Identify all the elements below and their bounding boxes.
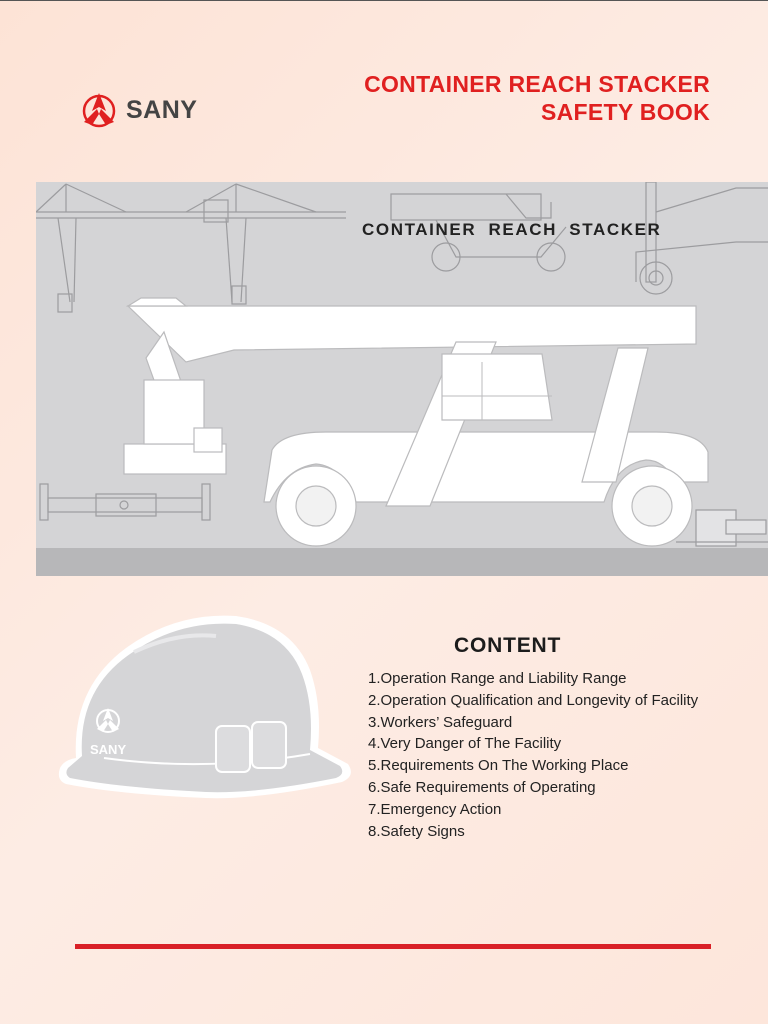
title-line-1: CONTAINER REACH STACKER — [364, 71, 710, 97]
content-list: 1.Operation Range and Liability Range 2.… — [368, 668, 698, 842]
helmet-sany-emblem-icon — [96, 708, 120, 733]
document-title: CONTAINER REACH STACKER SAFETY BOOK — [364, 70, 710, 126]
safety-helmet-illustration: SANY — [58, 615, 351, 799]
reach-stacker-illustration — [36, 182, 768, 576]
bottom-red-rule — [75, 944, 711, 949]
list-item: 4.Very Danger of The Facility — [368, 735, 562, 753]
content-title: CONTENT — [454, 634, 562, 657]
list-item: 5.Requirements On The Working Place — [368, 757, 629, 775]
brand-name: SANY — [126, 95, 198, 124]
spreader-drawing — [39, 483, 211, 521]
list-item: 7.Emergency Action — [368, 800, 502, 818]
hero-label: CONTAINER REACH STACKER — [362, 220, 662, 239]
list-item: 8.Safety Signs — [368, 822, 465, 840]
gantry-crane-drawing — [36, 183, 346, 313]
title-line-2: SAFETY BOOK — [540, 99, 710, 125]
list-item: 6.Safe Requirements of Operating — [368, 778, 596, 796]
helmet-brand-text: SANY — [90, 742, 126, 757]
list-item: 1.Operation Range and Liability Range — [368, 670, 627, 687]
top-rule — [0, 0, 768, 1]
list-item: 2.Operation Qualification and Longevity … — [368, 691, 699, 709]
main-stacker-drawing — [123, 297, 709, 547]
background-stacker-drawing — [390, 182, 768, 295]
rear-parts-drawing — [676, 509, 768, 547]
list-item: 3.Workers’ Safeguard — [368, 713, 513, 731]
sany-emblem-icon — [82, 93, 116, 128]
sany-logo: SANY — [80, 92, 197, 128]
